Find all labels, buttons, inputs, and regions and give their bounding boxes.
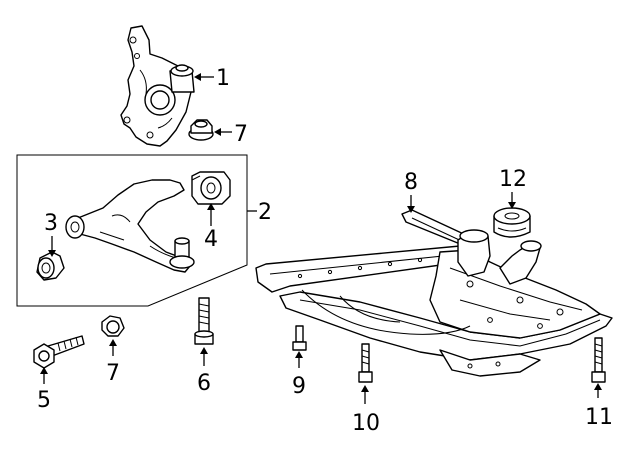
callout-5: 5	[37, 388, 51, 413]
bolt-11	[591, 337, 606, 383]
callout-8: 8	[404, 170, 418, 195]
callout-2: 2	[258, 200, 272, 225]
callout-7-lower: 7	[106, 361, 120, 386]
callout-3: 3	[44, 211, 58, 236]
bolt-5	[33, 335, 85, 369]
callout-9: 9	[292, 374, 306, 399]
bolt-6	[194, 297, 214, 345]
callout-6: 6	[197, 371, 211, 396]
lower-control-arm	[65, 179, 195, 273]
callout-11: 11	[585, 405, 613, 430]
callout-1: 1	[216, 66, 230, 91]
subframe	[255, 209, 613, 377]
bolt-9	[292, 325, 307, 351]
callout-7-top: 7	[234, 122, 248, 147]
rear-bushing	[191, 171, 231, 205]
callout-10: 10	[352, 411, 380, 436]
flange-nut-top	[188, 119, 214, 141]
bolt-10	[358, 343, 373, 383]
nut-7-lower	[101, 315, 125, 337]
callout-12: 12	[499, 167, 527, 192]
assembly-2-box	[16, 154, 248, 307]
mount-12	[493, 207, 531, 238]
callout-4: 4	[204, 227, 218, 252]
leader-lines	[40, 73, 602, 404]
front-bushing	[36, 251, 65, 281]
steering-knuckle	[120, 25, 195, 147]
